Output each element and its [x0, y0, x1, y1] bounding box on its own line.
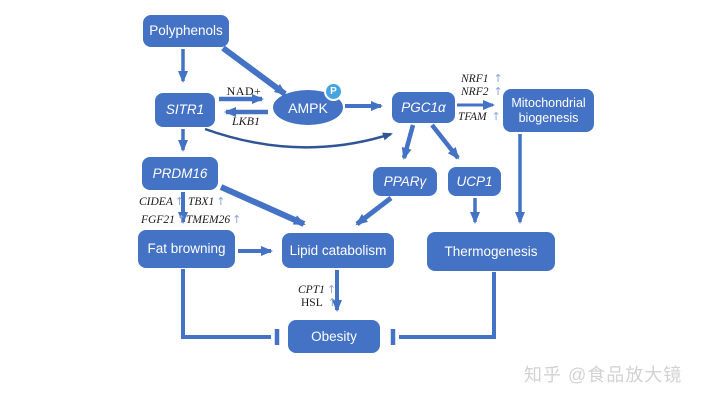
up-arrow-icon: ↑ — [176, 213, 187, 226]
node-pparg: PPARγ — [373, 167, 437, 196]
edge-pparg-lipid — [355, 196, 393, 226]
node-prdm16: PRDM16 — [142, 157, 218, 190]
edge-pgc1a-ucp1 — [430, 123, 460, 160]
zhihu-watermark: 知乎 @食品放大镜 — [524, 365, 683, 385]
node-label: Obesity — [311, 328, 357, 344]
node-label: Lipid catabolism — [289, 242, 387, 258]
up-arrow-icon: ↑ — [493, 72, 503, 85]
up-arrow-icon: ↑ — [174, 195, 185, 208]
node-label: PPARγ — [383, 173, 427, 189]
node-label: Mitochondrial biogenesis — [511, 95, 586, 125]
label-hsl: HSL↑ — [301, 296, 337, 309]
edge-fatbrowning-obesity-elbow — [181, 269, 271, 339]
label-cidea: CIDEA↑ — [139, 195, 185, 208]
node-fat-browning: Fat browning — [138, 230, 235, 268]
edge-pgc1a-pparg — [401, 124, 416, 160]
up-arrow-icon: ↑ — [326, 283, 337, 296]
label-nad: NAD+ — [226, 84, 262, 98]
label-cpt1: CPT1↑ — [298, 283, 337, 296]
label-tfam: TFAM↑ — [458, 110, 501, 123]
phospho-badge: P — [324, 82, 343, 101]
node-label: Fat browning — [147, 241, 226, 257]
node-label: Polyphenols — [149, 23, 223, 39]
node-mitochondrial-biogenesis: Mitochondrial biogenesis — [503, 89, 594, 132]
node-thermogenesis: Thermogenesis — [427, 232, 555, 271]
node-ucp1: UCP1 — [448, 167, 501, 196]
up-arrow-icon: ↑ — [216, 195, 226, 208]
node-label: Thermogenesis — [444, 243, 538, 259]
label-lkb1: LKB1 — [231, 114, 260, 128]
node-lipid-catabolism: Lipid catabolism — [282, 233, 394, 268]
edge-thermogenesis-obesity-elbow — [399, 272, 496, 339]
node-label: PGC1α — [401, 99, 446, 115]
edge-prdm16-lipid — [219, 184, 306, 227]
node-label: UCP1 — [456, 173, 493, 189]
node-label: PRDM16 — [152, 165, 208, 181]
label-nrf2: NRF2↑ — [461, 85, 503, 98]
up-arrow-icon: ↑ — [327, 296, 337, 309]
edge-polyphenols-ampk — [221, 45, 287, 97]
label-fgf21: FGF21↑ — [141, 213, 187, 226]
node-sitr1: SITR1 — [155, 93, 215, 127]
up-arrow-icon: ↑ — [491, 110, 501, 123]
node-polyphenols: Polyphenols — [143, 15, 229, 47]
node-pgc1a: PGC1α — [392, 92, 455, 123]
node-label: AMPK — [288, 99, 328, 116]
label-tmem26: TMEM26↑ — [186, 213, 242, 226]
node-obesity: Obesity — [288, 320, 380, 353]
edge-sitr1-pgc1a-curve — [204, 127, 393, 149]
up-arrow-icon: ↑ — [232, 213, 242, 226]
up-arrow-icon: ↑ — [493, 85, 503, 98]
label-tbx1: TBX1↑ — [188, 195, 226, 208]
label-nrf1: NRF1↑ — [461, 72, 503, 85]
node-label: SITR1 — [165, 102, 205, 118]
